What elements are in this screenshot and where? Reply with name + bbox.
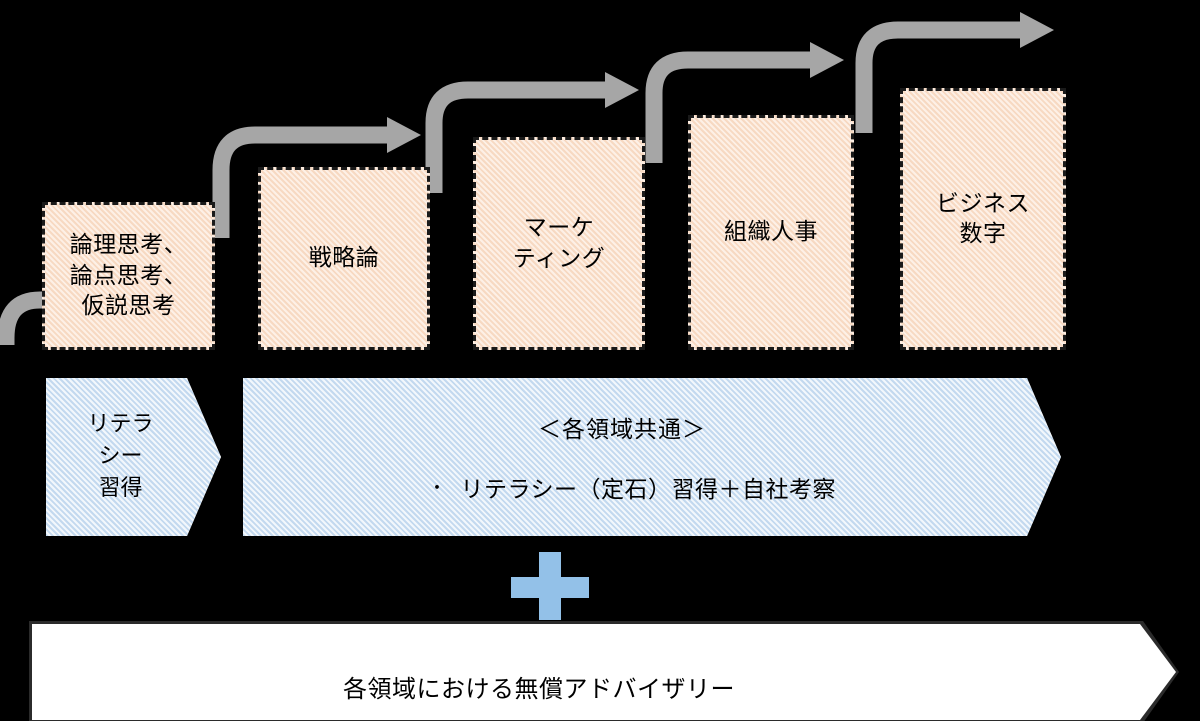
- common-band-content: ＜各領域共通＞ ・リテラシー（定石）習得＋自社考察: [243, 378, 1061, 536]
- step-box-3[interactable]: マーケ ティング: [473, 137, 645, 350]
- bullet-marker-icon: ・: [427, 478, 447, 499]
- common-band[interactable]: ＜各領域共通＞ ・リテラシー（定石）習得＋自社考察: [243, 378, 1061, 536]
- advisory-band[interactable]: 各領域における無償アドバイザリー: [32, 624, 1176, 720]
- common-band-bullet-text: リテラシー（定石）習得＋自社考察: [460, 477, 837, 503]
- step-box-5[interactable]: ビジネス 数字: [900, 88, 1066, 350]
- literacy-band[interactable]: リテラ シー 習得: [46, 378, 221, 536]
- step-box-1-label: 論理思考、 論点思考、 仮説思考: [69, 232, 188, 320]
- step-box-3-label: マーケ ティング: [512, 215, 606, 272]
- step-box-2[interactable]: 戦略論: [258, 167, 430, 350]
- literacy-band-label: リテラ シー 習得: [87, 412, 154, 501]
- advisory-band-label: 各領域における無償アドバイザリー: [343, 674, 735, 703]
- step-box-1[interactable]: 論理思考、 論点思考、 仮説思考: [42, 202, 215, 350]
- common-band-title: ＜各領域共通＞: [538, 417, 706, 443]
- step-box-5-label: ビジネス 数字: [936, 190, 1030, 247]
- step-box-2-label: 戦略論: [308, 245, 380, 272]
- step-box-4[interactable]: 組織人事: [688, 115, 854, 350]
- common-band-bullet: ・リテラシー（定石）習得＋自社考察: [203, 470, 1061, 504]
- plus-vertical-bar: [539, 552, 561, 620]
- plus-sign-icon: [511, 552, 589, 620]
- step-box-4-label: 組織人事: [724, 219, 818, 246]
